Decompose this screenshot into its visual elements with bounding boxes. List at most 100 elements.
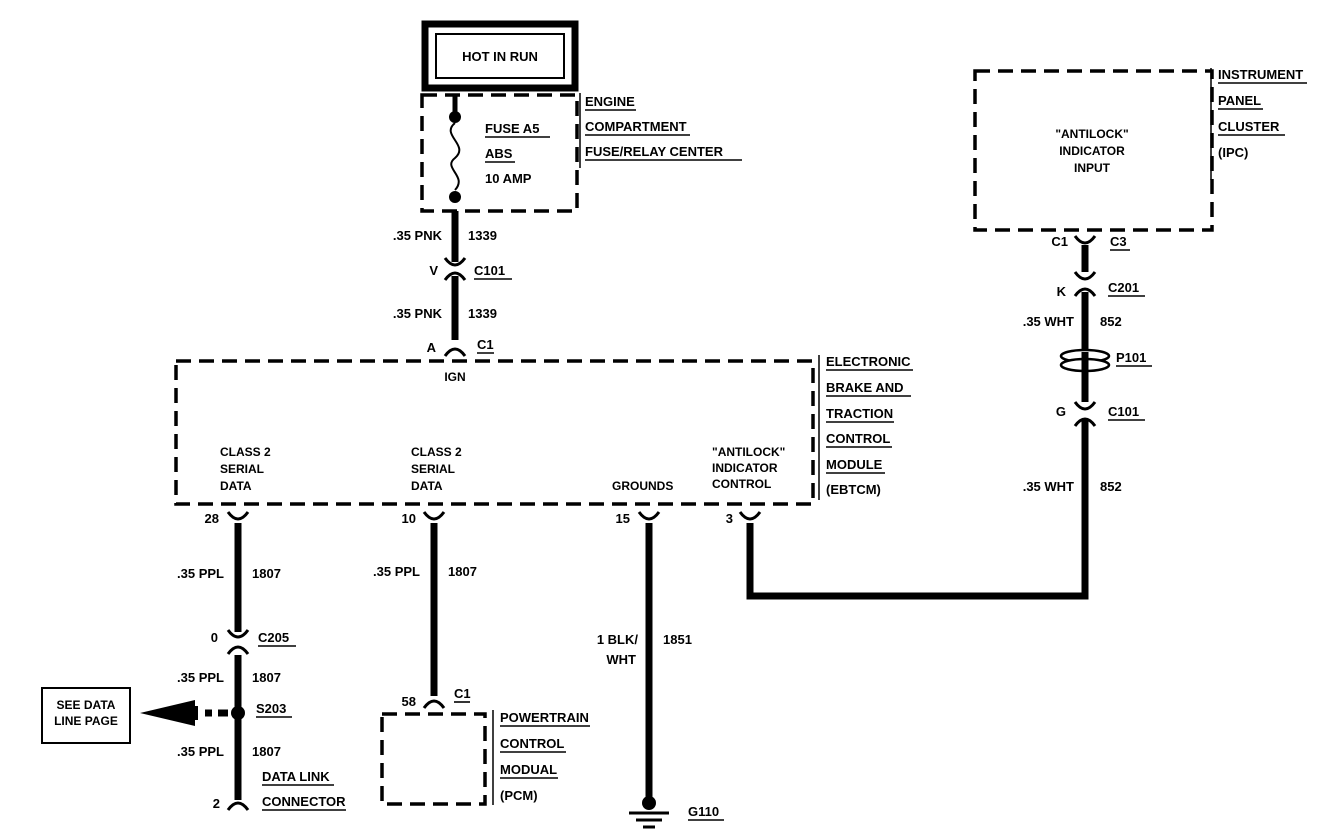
- pcm-conn: C1: [454, 686, 471, 701]
- dlc-pin: 2: [213, 796, 220, 811]
- c101-label: C101: [474, 263, 505, 278]
- ipc-name-4: (IPC): [1218, 145, 1248, 160]
- ground-wire: 15 1 BLK/ WHT 1851 G110: [597, 511, 724, 829]
- wire28-seg3-gauge: .35 PPL: [177, 744, 224, 759]
- fuse-block: FUSE A5 ABS 10 AMP ENGINE COMPARTMENT FU…: [420, 93, 742, 213]
- ipc-connector-icon: [1073, 235, 1097, 245]
- indicator-wire: 3 .35 WHT 852 G C101 P101 .35 WHT 852 K …: [726, 234, 1152, 600]
- fuse-circuit: ABS: [485, 146, 513, 161]
- ign-lower-gauge: .35 PNK: [393, 306, 443, 321]
- pin28-desc-3: DATA: [220, 479, 252, 493]
- connector-c205-icon: [226, 629, 250, 639]
- data-wire-28: 28 .35 PPL 1807 0 C205 .35 PPL 1807 S203…: [41, 511, 346, 811]
- fuse-location-line-3: FUSE/RELAY CENTER: [585, 144, 724, 159]
- ground-terminal-dot: [642, 796, 656, 810]
- wire28-seg3-circuit: 1807: [252, 744, 281, 759]
- pin28-number: 28: [205, 511, 219, 526]
- indicator-lower-gauge: .35 WHT: [1023, 479, 1074, 494]
- ipc-conn-left: C1: [1051, 234, 1068, 249]
- ign-label: IGN: [444, 370, 465, 384]
- indicator-upper-gauge: .35 WHT: [1023, 314, 1074, 329]
- fuse-terminal-top: [449, 111, 461, 123]
- wire28-seg2-gauge: .35 PPL: [177, 670, 224, 685]
- pin15-number: 15: [616, 511, 630, 526]
- ipc-input-3: INPUT: [1074, 161, 1111, 175]
- pin15-desc-1: GROUNDS: [612, 479, 673, 493]
- ebtcm-c1-ign-icon: [443, 347, 467, 357]
- p101-label: P101: [1116, 350, 1146, 365]
- s203-label: S203: [256, 701, 286, 716]
- ebtcm-name-2: BRAKE AND: [826, 380, 904, 395]
- ground-circuit: 1851: [663, 632, 692, 647]
- ign-wire: .35 PNK 1339 V C101 .35 PNK 1339 A C1 IG…: [393, 211, 512, 384]
- pcm-name-3: MODUAL: [500, 762, 557, 777]
- dlc-name-1: DATA LINK: [262, 769, 330, 784]
- see-data-page-1: SEE DATA: [57, 698, 116, 712]
- wire28-seg2-circuit: 1807: [252, 670, 281, 685]
- ipc-name-3: CLUSTER: [1218, 119, 1280, 134]
- c101-g-label: C101: [1108, 404, 1139, 419]
- ipc-name-2: PANEL: [1218, 93, 1261, 108]
- ebtcm-name-5: MODULE: [826, 457, 883, 472]
- wire28-seg1-circuit: 1807: [252, 566, 281, 581]
- pin10-desc-3: DATA: [411, 479, 443, 493]
- hot-in-run-box: HOT IN RUN: [421, 20, 579, 92]
- wire10-gauge: .35 PPL: [373, 564, 420, 579]
- pin10-connector-icon: [422, 511, 446, 521]
- arrow-left-icon: [140, 700, 195, 726]
- indicator-lower-circuit: 852: [1100, 479, 1122, 494]
- ebtcm-name-1: ELECTRONIC: [826, 354, 911, 369]
- ground-gauge-1: 1 BLK/: [597, 632, 639, 647]
- c201-label: C201: [1108, 280, 1139, 295]
- dlc-name-2: CONNECTOR: [262, 794, 346, 809]
- fuse-location-line-2: COMPARTMENT: [585, 119, 687, 134]
- ign-upper-circuit: 1339: [468, 228, 497, 243]
- pcm-name-1: POWERTRAIN: [500, 710, 589, 725]
- ebtcm-name-4: CONTROL: [826, 431, 890, 446]
- ground-gauge-2: WHT: [606, 652, 636, 667]
- c205-pin: 0: [211, 630, 218, 645]
- ign-lower-circuit: 1339: [468, 306, 497, 321]
- pcm-pin: 58: [402, 694, 416, 709]
- hot-in-run-label: HOT IN RUN: [462, 49, 538, 64]
- pin28-connector-icon: [226, 511, 250, 521]
- ipc-input-2: INDICATOR: [1059, 144, 1125, 158]
- ign-pin-a: A: [427, 340, 437, 355]
- pin3-connector-icon: [738, 511, 762, 521]
- fuse-icon: [449, 122, 461, 191]
- ebtcm-name-6: (EBTCM): [826, 482, 881, 497]
- pin10-desc-1: CLASS 2: [411, 445, 462, 459]
- ipc-box: "ANTILOCK" INDICATOR INPUT INSTRUMENT PA…: [973, 67, 1307, 232]
- pin15-connector-icon: [637, 511, 661, 521]
- ground-label: G110: [688, 804, 719, 819]
- ebtcm-module: ELECTRONIC BRAKE AND TRACTION CONTROL MO…: [174, 354, 913, 506]
- c205-label: C205: [258, 630, 289, 645]
- data-wire-10: 10 .35 PPL 1807 58 C1 POWERTRAIN CONTROL…: [373, 511, 590, 806]
- see-data-page-2: LINE PAGE: [54, 714, 118, 728]
- ipc-conn-right: C3: [1110, 234, 1127, 249]
- dlc-connector-icon: [226, 801, 250, 811]
- pin3-number: 3: [726, 511, 733, 526]
- ipc-name-1: INSTRUMENT: [1218, 67, 1303, 82]
- ground-icon: [629, 811, 669, 829]
- ign-conn-c1: C1: [477, 337, 494, 352]
- c201-pin: K: [1057, 284, 1067, 299]
- pcm-box: [380, 712, 487, 806]
- pcm-name-2: CONTROL: [500, 736, 564, 751]
- ipc-input-1: "ANTILOCK": [1055, 127, 1128, 141]
- pin3-desc-2: INDICATOR: [712, 461, 778, 475]
- pin3-desc-3: CONTROL: [712, 477, 771, 491]
- pin10-number: 10: [402, 511, 416, 526]
- connector-c101-v-icon: [443, 257, 467, 267]
- c101-pin-v: V: [429, 263, 438, 278]
- ign-upper-gauge: .35 PNK: [393, 228, 443, 243]
- pin28-desc-1: CLASS 2: [220, 445, 271, 459]
- ebtcm-name-3: TRACTION: [826, 406, 893, 421]
- pin28-desc-2: SERIAL: [220, 462, 264, 476]
- pin10-desc-2: SERIAL: [411, 462, 455, 476]
- pin3-desc-1: "ANTILOCK": [712, 445, 785, 459]
- indicator-upper-circuit: 852: [1100, 314, 1122, 329]
- connector-c101-g-icon: [1073, 401, 1097, 411]
- c101-g-pin: G: [1056, 404, 1066, 419]
- fuse-rating: 10 AMP: [485, 171, 532, 186]
